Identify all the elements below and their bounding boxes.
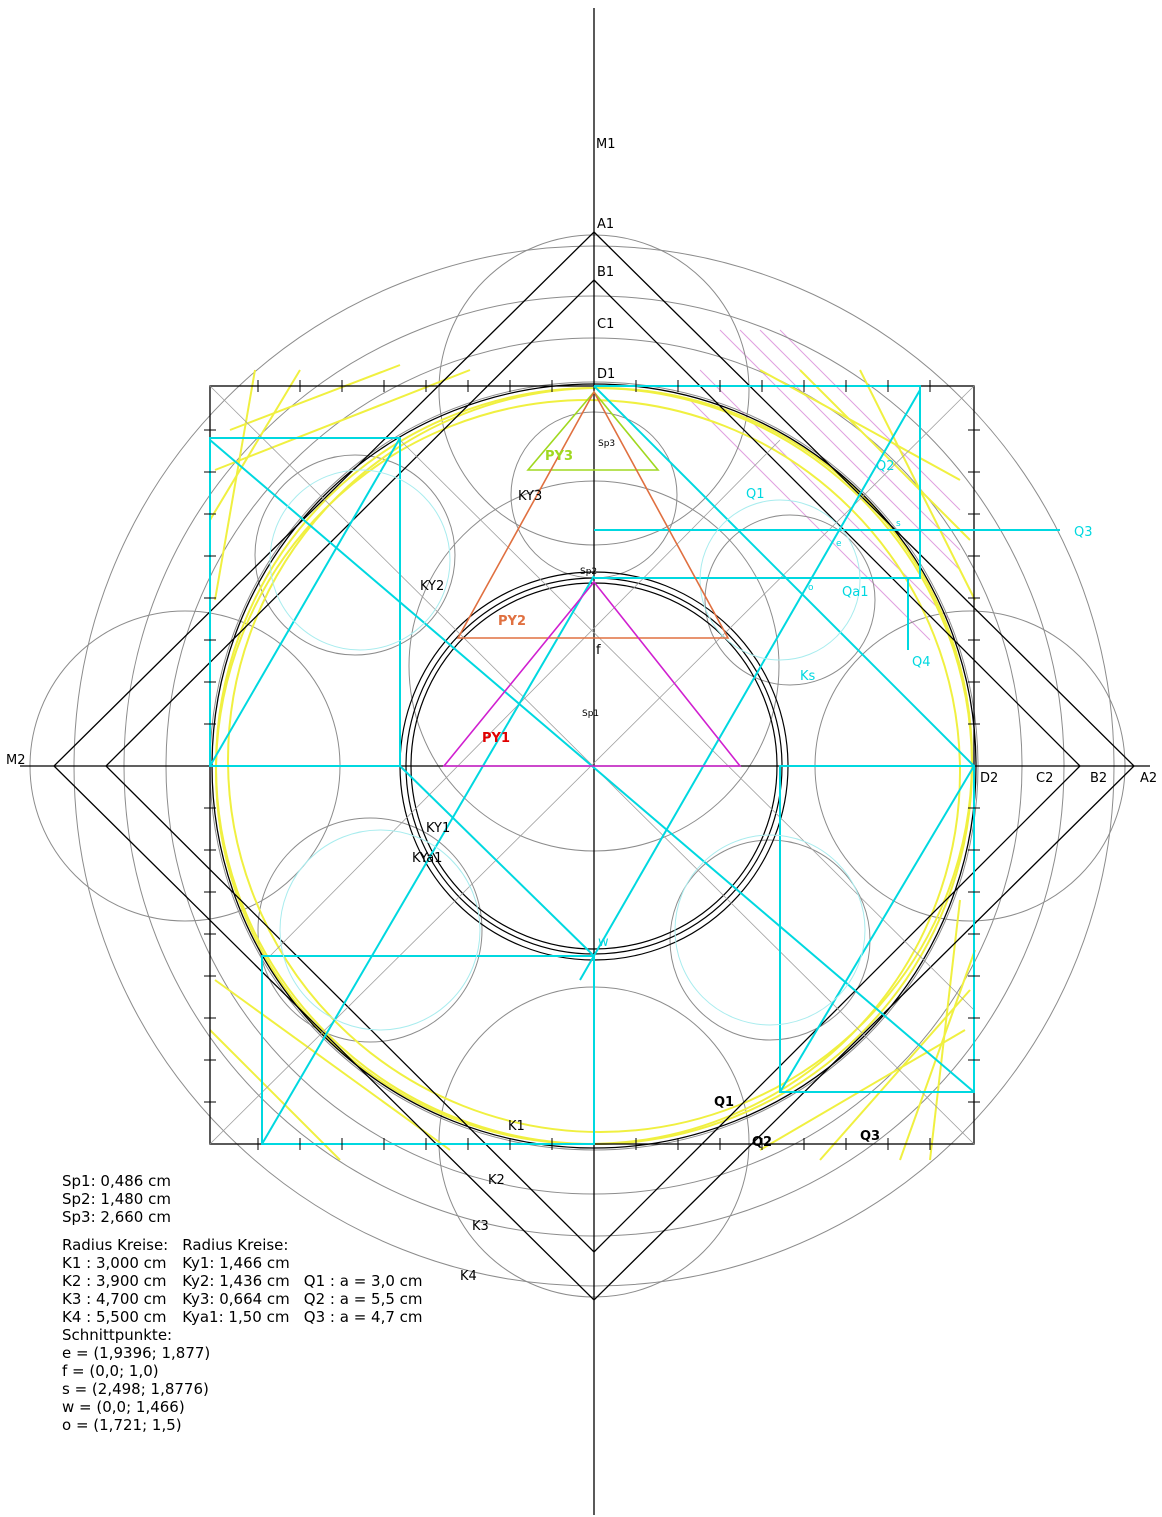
f-label: f [596,643,601,658]
kya1-label: KYa1 [412,851,442,866]
kya1-radius: Kya1: 1,50 cm [182,1308,290,1326]
m2-label: M2 [6,753,26,768]
py3-label: PY3 [545,449,573,464]
k1-radius: K1 : 3,000 cm [62,1254,167,1272]
tl-circle [254,454,456,656]
py1-triangle [442,580,742,767]
legend-panel: Sp1: 0,486 cm Sp2: 1,480 cm Sp3: 2,660 c… [62,1172,492,1434]
radius-header-b: Radius Kreise: [182,1236,289,1254]
a2-label: A2 [1140,771,1157,786]
point-o: o = (1,721; 1,5) [62,1416,182,1434]
ks-label: Ks [800,669,816,684]
k4-label: K4 [460,1269,477,1284]
b1-label: B1 [597,265,614,280]
q4-square [594,385,921,579]
q2-square [261,955,595,1145]
triangles [442,390,742,767]
sp3-value: Sp3: 2,660 cm [62,1208,171,1226]
point-e: e = (1,9396; 1,877) [62,1344,211,1362]
q4-label: Q4 [912,655,931,670]
k1-label: K1 [508,1119,525,1134]
py2-triangle [456,390,730,639]
ky1-radius: Ky1: 1,466 cm [182,1254,290,1272]
k3-radius: K3 : 4,700 cm [62,1290,167,1308]
d1-label: D1 [597,367,615,382]
py2-label: PY2 [498,614,526,629]
sp1-label: Sp1 [582,709,599,719]
o-label: o [808,583,814,593]
br-circle [669,839,871,1041]
k4-radius: K4 : 5,500 cm [62,1308,167,1326]
ky3-label: KY3 [518,489,542,504]
c2-label: C2 [1036,771,1053,786]
q3-size: Q3 : a = 4,7 cm [303,1308,423,1326]
figure-labels: KY3 KY2 KY1 KYa1 PY3 PY2 PY1 Sp3 Sp2 Sp1… [412,439,1093,1284]
sp2-label: Sp2 [580,567,597,577]
ky2-radius: Ky2: 1,436 cm [182,1272,290,1290]
k2-radius: K2 : 3,900 cm [62,1272,167,1290]
d2-label: D2 [980,771,998,786]
ky3-radius: Ky3: 0,664 cm [182,1290,290,1308]
r-circle [704,514,876,686]
point-s: s = (2,498; 1,8776) [62,1380,209,1398]
py1-label: PY1 [482,731,510,746]
q3-right-label: Q3 [1074,525,1093,540]
ql1-label: Q1 [714,1095,734,1110]
schnitt-header: Schnittpunkte: [62,1326,173,1344]
point-f: f = (0,0; 1,0) [62,1362,159,1380]
point-w: w = (0,0; 1,466) [62,1398,185,1416]
sp3-label: Sp3 [598,439,615,449]
qa1-label: Qa1 [842,585,868,600]
sp1-value: Sp1: 0,486 cm [62,1172,171,1190]
k3-label: K3 [472,1219,489,1234]
ql3-label: Q3 [860,1129,880,1144]
q2-size: Q2 : a = 5,5 cm [303,1290,423,1308]
w-label: w [598,935,609,950]
ql2-label: Q2 [752,1135,772,1150]
k2-label: K2 [488,1173,505,1188]
sp2-value: Sp2: 1,480 cm [62,1190,171,1208]
m1-label: M1 [596,137,616,152]
s-label: s [896,519,901,529]
edge-ticks [204,380,980,1150]
radius-header-a: Radius Kreise: [62,1236,169,1254]
q1-label: Q1 [746,487,765,502]
q1-size: Q1 : a = 3,0 cm [303,1272,423,1290]
cyan-square-lines [209,385,1060,1145]
a1-label: A1 [597,217,614,232]
cyan-circles [269,469,866,1031]
c1-label: C1 [597,317,614,332]
ky1-label: KY1 [426,821,450,836]
axis-labels: M1 M2 A1 B1 C1 D1 D2 C2 B2 A2 [6,137,1157,786]
q3-square [779,765,975,1093]
bl-circle [257,817,483,1043]
diamond-a [53,231,1135,1301]
b2-label: B2 [1090,771,1107,786]
e-label: e [836,539,842,549]
py3-triangle [526,390,660,471]
ky2-label: KY2 [420,579,444,594]
diamond-b [105,279,1081,1253]
q2-right-label: Q2 [876,459,895,474]
